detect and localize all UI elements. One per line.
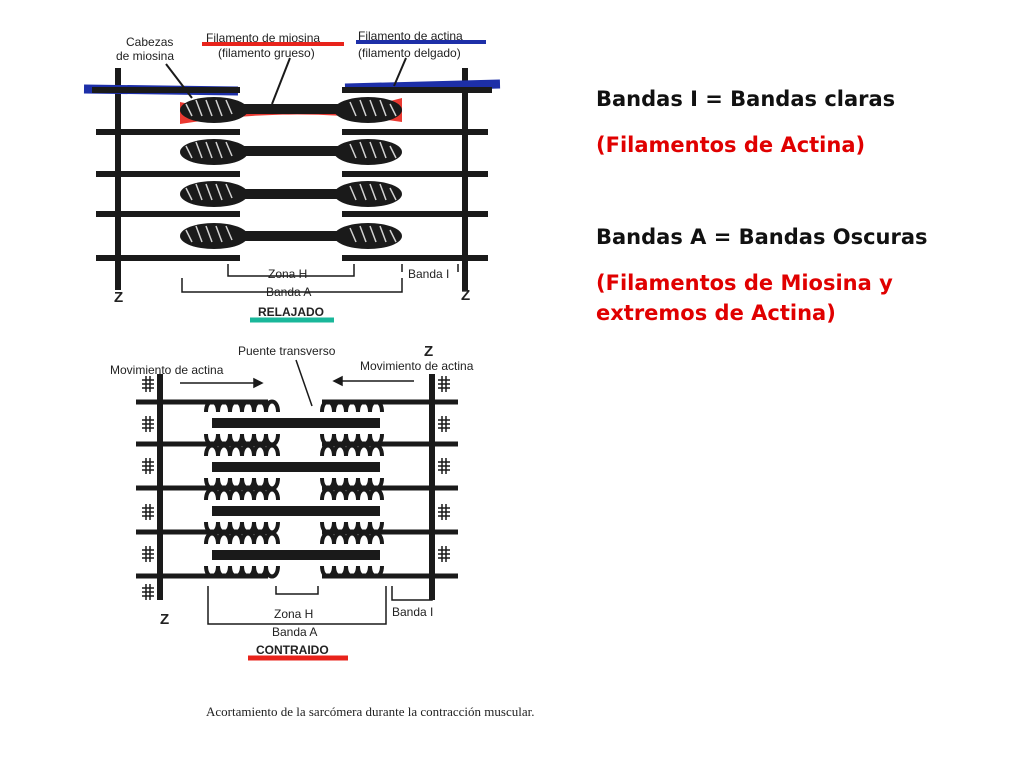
relaxed-state-label: RELAJADO (258, 305, 324, 319)
c-actin-filaments (136, 399, 458, 579)
contracted-diagram: Movimiento de actina Movimiento de actin… (110, 343, 474, 661)
arrow-actin-left-head (253, 377, 264, 389)
c-myosin-filaments (212, 418, 380, 560)
label-band-i: Banda I (408, 267, 449, 281)
c-myosin-heads (204, 399, 384, 579)
label-cross-bridge: Puente transverso (238, 344, 336, 358)
leader-myosin-heads (165, 63, 193, 99)
bracket-zone-h (227, 264, 355, 277)
leader-actin-filament (393, 57, 407, 87)
label-actin-filament-1: Filamento de actina (358, 29, 463, 43)
note-band-i: Bandas I = Bandas claras (596, 87, 896, 111)
arrow-actin-right-head (332, 375, 343, 387)
note-band-a-detail-2: extremos de Actina) (596, 301, 836, 325)
bracket-band-a (181, 278, 403, 293)
myosin-head-texture (185, 99, 397, 243)
note-band-a: Bandas A = Bandas Oscuras (596, 225, 928, 249)
actin-filaments (92, 87, 492, 261)
leader-myosin-filament (271, 57, 291, 105)
note-band-i-detail: (Filamentos de Actina) (596, 133, 866, 157)
bracket-band-i (401, 264, 459, 272)
label-z-right: Z (461, 287, 470, 304)
label-myosin-filament-1: Filamento de miosina (206, 31, 320, 45)
figure-caption: Acortamiento de la sarcómera durante la … (206, 704, 534, 719)
c-bracket-band-a (207, 586, 387, 625)
label-myosin-filament-2: (filamento grueso) (218, 46, 315, 60)
label-actin-movement-left: Movimiento de actina (110, 363, 224, 377)
c-bracket-band-i (391, 586, 433, 601)
contracted-state-label: CONTRAIDO (256, 643, 329, 657)
label-actin-movement-right: Movimiento de actina (360, 359, 474, 373)
label-zone-h: Zona H (268, 267, 307, 281)
note-band-a-detail-1: (Filamentos de Miosina y (596, 271, 893, 295)
relaxed-diagram: Cabezas de miosina Filamento de miosina … (83, 29, 501, 323)
label-z-left-contracted: Z (160, 611, 169, 628)
leader-cross-bridge (295, 359, 313, 407)
label-band-a-contracted: Banda A (272, 625, 317, 639)
band-notes: Bandas I = Bandas claras (Filamentos de … (596, 84, 1016, 328)
label-z-top: Z (424, 343, 433, 360)
label-actin-filament-2: (filamento delgado) (358, 46, 461, 60)
label-myosin-heads-1: Cabezas (126, 35, 173, 49)
z-disc-hatching (142, 376, 450, 600)
label-zone-h-contracted: Zona H (274, 607, 313, 621)
label-band-a: Banda A (266, 285, 311, 299)
label-myosin-heads-2: de miosina (116, 49, 174, 63)
label-z-left: Z (114, 289, 123, 306)
label-band-i-contracted: Banda I (392, 605, 433, 619)
c-bracket-zone-h (275, 586, 319, 595)
